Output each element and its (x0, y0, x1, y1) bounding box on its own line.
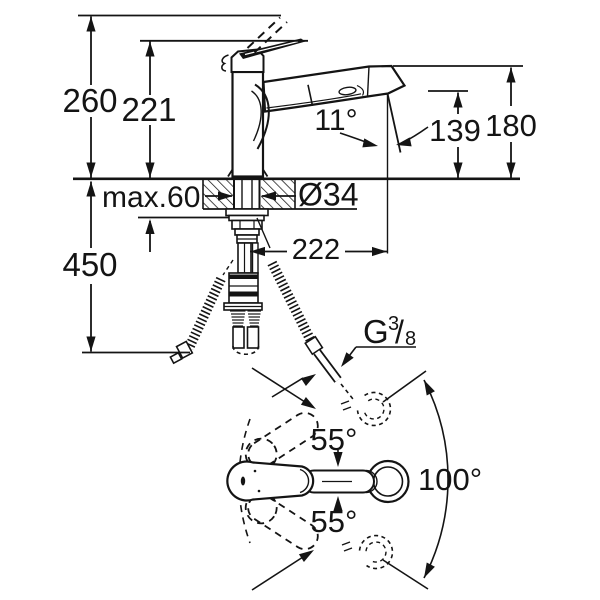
left-hose-braid (184, 276, 226, 351)
rotation-tick-bottom-2 (343, 547, 353, 552)
rotation-symbol-top (356, 391, 392, 427)
mounting-nut (231, 219, 263, 230)
g38-slash: / (395, 314, 404, 350)
dim-label-222: 222 (292, 234, 340, 266)
paddle-nose-inner (299, 468, 310, 494)
dim-label-100: 100° (418, 462, 482, 497)
hose-weight-band-1 (229, 274, 258, 279)
spray-face-detail (338, 86, 357, 96)
handle-hub-squiggle (221, 54, 229, 72)
dim-label-450: 450 (62, 246, 117, 283)
pullout-hose-lower-right (246, 326, 260, 349)
left-hose-end (169, 351, 183, 365)
plan-view: 55° 55° 100° (226, 367, 482, 591)
hose-weight-band-2 (229, 291, 258, 297)
rotation-tick-top-1 (340, 400, 350, 405)
dimensions-side-view: 260 221 450 139 180 11° max.60 (62, 14, 537, 398)
dim-label-221: 221 (121, 91, 176, 128)
dim-100-arc (423, 379, 449, 579)
hose-end-dashed (232, 345, 260, 356)
g38-letter: G (363, 313, 389, 350)
pullout-hose-lower-left (232, 326, 245, 349)
g38-tube-core (314, 350, 341, 382)
dim-label-11deg: 11° (314, 104, 357, 137)
handle-raised-ghost-2 (253, 21, 288, 54)
dim-55dn-line (251, 556, 304, 591)
lever-collar-arc (365, 469, 378, 494)
spout-support-outer (254, 83, 270, 150)
spout-lower-inner-line (266, 93, 362, 109)
spray-head-curve-detail (356, 84, 365, 96)
spray-head-joint-line (366, 66, 370, 97)
handle-paddle (226, 460, 315, 502)
right-hose-braid (267, 260, 316, 344)
dim-label-55-down: 55° (311, 504, 358, 539)
rotation-symbol-bottom (358, 534, 394, 570)
paddle-dot-1 (253, 469, 257, 473)
dim-label-g38: G 3 / 8 (363, 313, 416, 350)
dim-55up-line (251, 367, 306, 403)
dim-label-139: 139 (429, 113, 481, 148)
dim-label-180: 180 (485, 108, 537, 143)
countertop-section (73, 177, 520, 210)
right-hose-nut (304, 335, 324, 356)
dim-label-55-up: 55° (311, 422, 358, 457)
under-sink-assembly (223, 180, 269, 356)
rotation-tick-bottom-1 (341, 541, 351, 546)
g38-tube-dashed (340, 383, 354, 400)
dim-label-d34: Ø34 (298, 177, 358, 213)
right-hose-leader (256, 217, 271, 249)
dim-100-boundary-bottom (382, 559, 429, 590)
spout-and-spray-head (262, 64, 407, 113)
base-flare-left (227, 169, 234, 177)
paddle-dot-2 (257, 489, 261, 493)
shank-collar (234, 228, 260, 236)
paddle-slot (240, 476, 246, 486)
faucet-body (221, 16, 407, 178)
base-flare-right (262, 169, 269, 177)
strain-relief-ribs (230, 310, 261, 327)
side-view (73, 16, 520, 400)
g38-denominator: 8 (405, 328, 416, 350)
rotation-tick-top-2 (342, 406, 352, 411)
supply-hoses (169, 217, 354, 400)
g38-numerator: 3 (388, 313, 399, 335)
handle-lever-highlight (244, 40, 299, 56)
left-hose-leader (222, 259, 234, 276)
dim-label-max60: max.60 (102, 181, 200, 214)
dim-100-boundary-top (382, 370, 427, 403)
spray-axis-11deg-line (386, 93, 402, 153)
spout-support-inner (251, 90, 262, 142)
handle-raised-ghost-1 (246, 16, 281, 49)
dim-label-260: 260 (62, 82, 117, 119)
mounting-flange (225, 208, 269, 217)
g38-arrow-shaft (271, 377, 304, 398)
pullout-hose-upper (251, 242, 259, 274)
